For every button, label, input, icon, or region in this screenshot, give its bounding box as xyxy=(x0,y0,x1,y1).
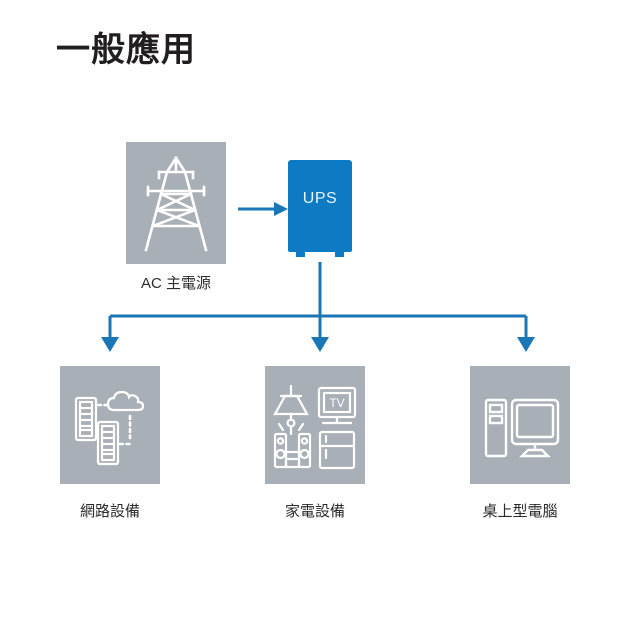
page-title: 一般應用 xyxy=(56,31,196,69)
home-appliance-icon: TV xyxy=(273,384,357,470)
ups-body xyxy=(288,160,352,252)
arrow-source-to-ups xyxy=(238,202,288,216)
arrow-bus-to-desktop xyxy=(517,316,535,352)
server-rack-icon xyxy=(96,420,120,466)
tv-icon xyxy=(317,386,357,425)
home-appliance-tile: TV xyxy=(265,366,365,484)
desktop-computer-label: 桌上型電腦 xyxy=(482,503,558,520)
arrow-bus-to-home xyxy=(311,316,329,352)
network-equipment-icon xyxy=(74,390,145,466)
ac-source-tile xyxy=(126,142,226,264)
ups-unit[interactable]: UPS xyxy=(288,160,352,257)
transmission-tower-icon xyxy=(144,156,208,252)
ups-label: UPS xyxy=(302,190,338,207)
desktop-computer-icon xyxy=(484,398,560,458)
network-equipment-label: 網路設備 xyxy=(79,503,140,520)
ups-foot-right-icon xyxy=(335,252,344,257)
desktop-computer-tile xyxy=(470,366,570,484)
server-rack-icon xyxy=(74,396,98,442)
ups-foot-left-icon xyxy=(296,252,305,257)
cloud-icon xyxy=(106,390,145,412)
refrigerator-icon xyxy=(318,430,356,470)
crt-monitor-icon xyxy=(510,398,560,458)
tower-case-icon xyxy=(484,398,508,458)
home-appliance-label: 家電設備 xyxy=(284,503,345,520)
ceiling-lamp-icon xyxy=(273,384,309,436)
stereo-speakers-icon xyxy=(273,432,312,469)
tv-screen-label: TV xyxy=(329,396,344,410)
network-equipment-tile xyxy=(60,366,160,484)
ac-source-label: AC 主電源 xyxy=(140,275,211,292)
network-link-dotted xyxy=(96,403,132,446)
arrow-bus-to-network xyxy=(101,316,119,352)
